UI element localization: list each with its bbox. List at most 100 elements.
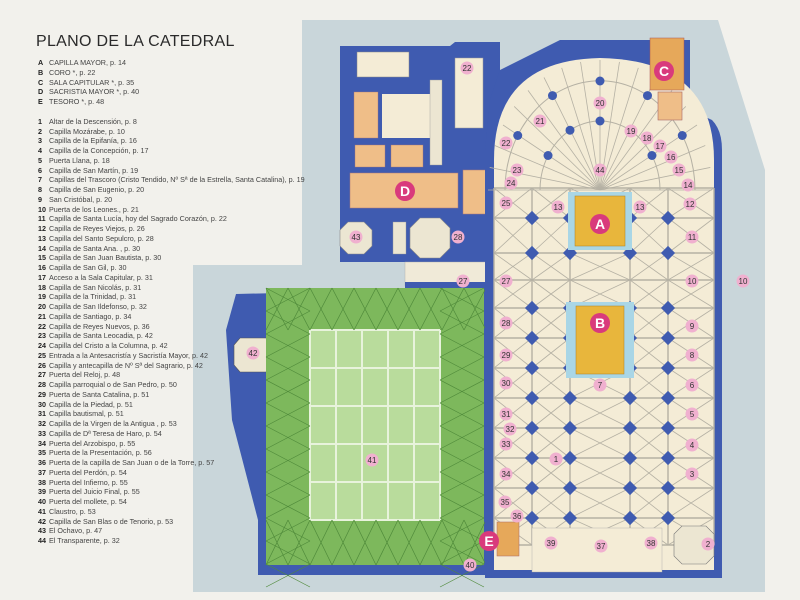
legend-label: Capilla de la Virgen de la Antigua , p. … bbox=[49, 419, 177, 428]
marker-6[interactable]: 6 bbox=[685, 378, 699, 392]
marker-circle bbox=[644, 536, 658, 550]
marker-circle bbox=[685, 319, 699, 333]
legend-label: Puerta del mollete, p. 54 bbox=[49, 497, 127, 506]
marker-1[interactable]: 1 bbox=[549, 452, 563, 466]
marker-44[interactable]: 44 bbox=[593, 163, 607, 177]
marker-18[interactable]: 18 bbox=[640, 131, 654, 145]
marker-d[interactable]: D bbox=[395, 181, 415, 201]
marker-2[interactable]: 2 bbox=[701, 537, 715, 551]
legend-label: TESORO *, p. 48 bbox=[49, 97, 105, 106]
marker-8[interactable]: 8 bbox=[685, 348, 699, 362]
marker-21[interactable]: 21 bbox=[533, 114, 547, 128]
marker-label: 27 bbox=[459, 277, 468, 286]
legend-label: Capilla de San Juan Bautista, p. 30 bbox=[49, 253, 162, 263]
marker-36[interactable]: 36 bbox=[510, 509, 524, 523]
marker-16[interactable]: 16 bbox=[664, 150, 678, 164]
marker-43[interactable]: 43 bbox=[349, 230, 363, 244]
legend-label: Capilla parroquial o de San Pedro, p. 50 bbox=[49, 380, 177, 389]
marker-e[interactable]: E bbox=[479, 531, 499, 551]
marker-35[interactable]: 35 bbox=[498, 495, 512, 509]
pier bbox=[548, 91, 557, 101]
legend-label: Capilla y antecapilla de Nº Sª del Sagra… bbox=[49, 360, 203, 370]
rib bbox=[493, 457, 533, 489]
cloister-vault bbox=[309, 287, 333, 331]
legend-label: SACRISTIA MAYOR *, p. 40 bbox=[49, 87, 140, 97]
marker-14[interactable]: 14 bbox=[681, 178, 695, 192]
marker-22[interactable]: 22 bbox=[499, 136, 513, 150]
rib bbox=[629, 457, 669, 489]
marker-19[interactable]: 19 bbox=[624, 124, 638, 138]
marker-27[interactable]: 27 bbox=[499, 274, 513, 288]
marker-c[interactable]: C bbox=[654, 61, 674, 81]
cloister-vault bbox=[331, 287, 355, 331]
legend-label: Puerta del Arzobispo, p. 55 bbox=[49, 438, 136, 448]
marker-24[interactable]: 24 bbox=[504, 176, 518, 190]
marker-23[interactable]: 23 bbox=[510, 163, 524, 177]
cloister-vault bbox=[439, 287, 485, 312]
marker-7[interactable]: 7 bbox=[593, 378, 607, 392]
marker-3[interactable]: 3 bbox=[685, 467, 699, 481]
marker-label: 22 bbox=[463, 64, 472, 73]
rib bbox=[629, 367, 669, 399]
vestry-room bbox=[390, 144, 424, 168]
legend-key: 39 bbox=[38, 487, 46, 497]
pier bbox=[622, 450, 638, 466]
marker-39[interactable]: 39 bbox=[544, 536, 558, 550]
marker-10[interactable]: 10 bbox=[685, 274, 699, 288]
marker-28[interactable]: 28 bbox=[451, 230, 465, 244]
marker-label: 36 bbox=[513, 512, 522, 521]
marker-11[interactable]: 11 bbox=[685, 230, 699, 244]
legend-key: 4 bbox=[38, 146, 42, 155]
marker-31[interactable]: 31 bbox=[499, 407, 513, 421]
rib bbox=[629, 252, 669, 281]
marker-5[interactable]: 5 bbox=[685, 407, 699, 421]
marker-9[interactable]: 9 bbox=[685, 319, 699, 333]
marker-28[interactable]: 28 bbox=[499, 316, 513, 330]
cloister-vault bbox=[287, 287, 311, 331]
rib bbox=[629, 487, 669, 519]
marker-38[interactable]: 38 bbox=[644, 536, 658, 550]
marker-13[interactable]: 13 bbox=[633, 200, 647, 214]
marker-20[interactable]: 20 bbox=[593, 96, 607, 110]
marker-13[interactable]: 13 bbox=[551, 200, 565, 214]
marker-40[interactable]: 40 bbox=[463, 558, 477, 572]
marker-17[interactable]: 17 bbox=[653, 139, 667, 153]
marker-12[interactable]: 12 bbox=[683, 197, 697, 211]
marker-37[interactable]: 37 bbox=[594, 539, 608, 553]
marker-b[interactable]: B bbox=[590, 313, 610, 333]
marker-30[interactable]: 30 bbox=[499, 376, 513, 390]
marker-29[interactable]: 29 bbox=[499, 348, 513, 362]
marker-41[interactable]: 41 bbox=[365, 453, 379, 467]
marker-circle bbox=[544, 536, 558, 550]
rib bbox=[599, 106, 687, 191]
marker-32[interactable]: 32 bbox=[503, 422, 517, 436]
marker-34[interactable]: 34 bbox=[499, 467, 513, 481]
antesacristia bbox=[462, 169, 488, 215]
legend-label: El Ochavo, p. 47 bbox=[49, 526, 103, 536]
marker-label: 1 bbox=[554, 455, 559, 464]
marker-25[interactable]: 25 bbox=[499, 196, 513, 210]
marker-10[interactable]: 10 bbox=[736, 274, 750, 288]
rib bbox=[531, 337, 571, 369]
marker-22[interactable]: 22 bbox=[460, 61, 474, 75]
legend-key: 25 bbox=[38, 350, 46, 360]
legend-key: 22 bbox=[38, 321, 46, 331]
rib bbox=[493, 397, 533, 429]
marker-42[interactable]: 42 bbox=[246, 346, 260, 360]
marker-15[interactable]: 15 bbox=[672, 163, 686, 177]
rib bbox=[531, 457, 571, 489]
marker-4[interactable]: 4 bbox=[685, 438, 699, 452]
page-title: PLANO DE LA CATEDRAL bbox=[36, 33, 235, 50]
sagrario-antechapel bbox=[392, 221, 407, 255]
marker-27[interactable]: 27 bbox=[456, 274, 470, 288]
cloister-vault bbox=[353, 519, 377, 566]
marker-33[interactable]: 33 bbox=[499, 437, 513, 451]
legend-key: 17 bbox=[38, 272, 46, 282]
marker-a[interactable]: A bbox=[590, 214, 610, 234]
